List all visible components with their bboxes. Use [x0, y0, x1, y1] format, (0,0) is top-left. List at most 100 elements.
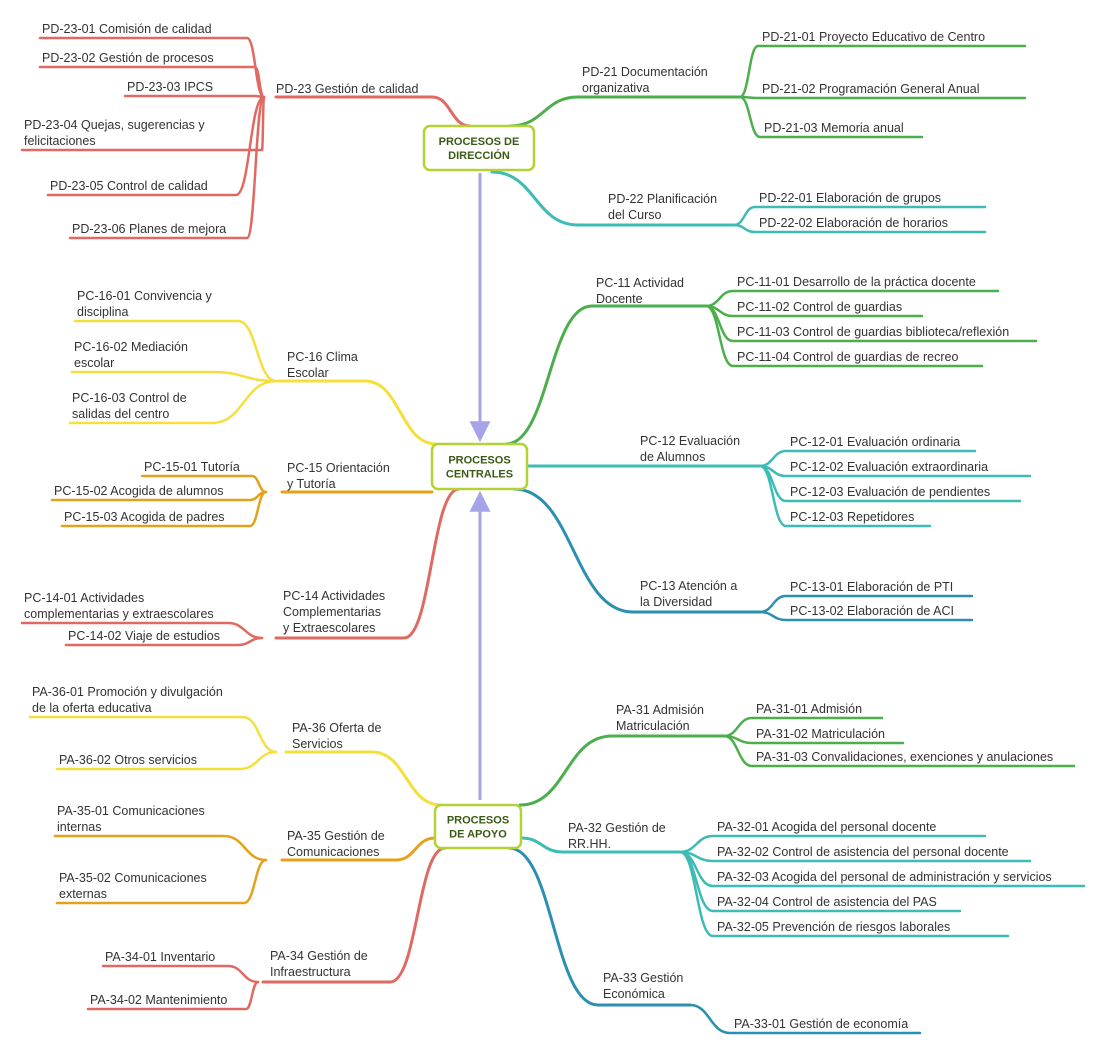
- leaf-label-pd22-1: PD-22-01 Elaboración de grupos: [759, 191, 941, 205]
- branch-label-pa33-line-1: PA-33 Gestión: [603, 971, 683, 985]
- link-pd23: [274, 95, 472, 128]
- leaf-label-pc13-2: PC-13-02 Elaboración de ACI: [790, 604, 954, 618]
- branch-label-pc13-line-1: PC-13 Atención a: [640, 579, 737, 593]
- link-pa35: [280, 836, 437, 862]
- link-pc16-leaf-3: [68, 379, 278, 425]
- leaf-label-pa35-2-line-1: PA-35-02 Comunicaciones: [59, 871, 207, 885]
- branch-label-pc15-line-2: y Tutoría: [287, 477, 336, 491]
- branch-label-pc11-line-2: Docente: [596, 292, 643, 306]
- leaf-label-pc12-2: PC-12-02 Evaluación extraordinaria: [790, 460, 988, 474]
- branch-label-pc11-line-1: PC-11 Actividad: [596, 276, 684, 290]
- link-pd22-leaf-2: [732, 223, 987, 234]
- branch-label-pa36-line-2: Servicios: [292, 737, 343, 751]
- link-pc15-leaf-3: [60, 490, 268, 528]
- branch-label-pa31-line-2: Matriculación: [616, 719, 690, 733]
- core-label-apoyo-line-1: PROCESOS: [447, 815, 509, 827]
- leaf-label-pc15-2: PC-15-02 Acogida de alumnos: [54, 484, 224, 498]
- leaf-label-pa36-2: PA-36-02 Otros servicios: [59, 753, 197, 767]
- leaf-label-pc16-1-line-1: PC-16-01 Convivencia y: [77, 289, 213, 303]
- link-pc14-leaf-2: [64, 636, 264, 647]
- branch-label-pc15-line-1: PC-15 Orientación: [287, 461, 390, 475]
- link-pa34-leaf-2: [86, 980, 260, 1011]
- branch-label-pc12-line-2: de Alumnos: [640, 450, 705, 464]
- leaf-label-pd23-3: PD-23-03 IPCS: [127, 80, 213, 94]
- leaf-label-pa35-1-line-1: PA-35-01 Comunicaciones: [57, 804, 205, 818]
- core-node-centrales: [430, 442, 529, 491]
- link-pd23-leaf-6: [68, 95, 266, 240]
- link-pa36-leaf-1: [28, 715, 278, 754]
- branch-label-pa35-line-1: PA-35 Gestión de: [287, 829, 385, 843]
- leaf-label-pa32-3: PA-32-03 Acogida del personal de adminis…: [717, 870, 1052, 884]
- link-pa31: [518, 734, 726, 807]
- leaf-label-pd23-4-line-1: PD-23-04 Quejas, sugerencias y: [24, 118, 205, 132]
- branch-label-pa34-line-2: Infraestructura: [270, 965, 351, 979]
- branch-label-pd22-line-2: del Curso: [608, 208, 662, 222]
- link-pa34-leaf-1: [101, 964, 260, 984]
- leaf-label-pd23-2: PD-23-02 Gestión de procesos: [42, 51, 214, 65]
- leaf-label-pc16-2-line-2: escolar: [74, 356, 114, 370]
- core-label-direccion-line-1: PROCESOS DE: [439, 136, 520, 148]
- link-pc11-leaf-4: [704, 304, 984, 368]
- link-pc11: [504, 304, 708, 446]
- branch-label-pc13-line-2: la Diversidad: [640, 595, 712, 609]
- branch-label-pa35-line-2: Comunicaciones: [287, 845, 379, 859]
- leaf-label-pc16-3-line-1: PC-16-03 Control de: [72, 391, 187, 405]
- core-label-direccion-line-2: DIRECCIÓN: [448, 149, 510, 162]
- leaf-label-pd21-2: PD-21-02 Programación General Anual: [762, 82, 979, 96]
- link-pd21: [508, 95, 742, 128]
- link-pc16-leaf-1: [73, 319, 278, 383]
- leaf-label-pc12-4: PC-12-03 Repetidores: [790, 510, 914, 524]
- link-pc16: [276, 379, 438, 446]
- branch-label-pa36-line-1: PA-36 Oferta de: [292, 721, 381, 735]
- leaf-label-pa33-1: PA-33-01 Gestión de economía: [734, 1017, 908, 1031]
- leaf-label-pa32-5: PA-32-05 Prevención de riesgos laborales: [717, 920, 950, 934]
- leaf-label-pc15-1: PC-15-01 Tutoría: [144, 460, 240, 474]
- core-label-apoyo-line-2: DE APOYO: [449, 829, 507, 841]
- link-pa34: [261, 846, 447, 984]
- leaf-label-pa31-3: PA-31-03 Convalidaciones, exenciones y a…: [756, 750, 1053, 764]
- link-pa33-leaf-1: [688, 1003, 922, 1035]
- link-pd23-leaf-3: [123, 94, 266, 99]
- leaf-label-pa35-1-line-2: internas: [57, 820, 101, 834]
- core-node-direccion: [422, 124, 536, 172]
- branch-label-pa31-line-1: PA-31 Admisión: [616, 703, 704, 717]
- branch-label-pd21-line-2: organizativa: [582, 81, 649, 95]
- link-pc12-leaf-4: [758, 464, 932, 528]
- core-label-centrales-line-2: CENTRALES: [446, 469, 513, 481]
- leaf-label-pc11-1: PC-11-01 Desarrollo de la práctica docen…: [737, 275, 976, 289]
- link-pc14: [274, 487, 461, 640]
- core-label-centrales-line-1: PROCESOS: [448, 455, 510, 467]
- leaf-label-pa34-1: PA-34-01 Inventario: [105, 950, 215, 964]
- branch-label-pc16-line-1: PC-16 Clima: [287, 350, 358, 364]
- link-pd23-leaf-4: [20, 95, 266, 152]
- link-pa36: [284, 750, 443, 807]
- leaf-label-pa31-1: PA-31-01 Admisión: [756, 702, 862, 716]
- link-pc13-leaf-2: [758, 610, 974, 622]
- leaf-label-pc12-1: PC-12-01 Evaluación ordinaria: [790, 435, 960, 449]
- leaf-label-pc16-1-line-2: disciplina: [77, 305, 128, 319]
- branch-label-pc14-line-1: PC-14 Actividades: [283, 589, 385, 603]
- leaf-label-pa36-1-line-2: de la oferta educativa: [32, 701, 152, 715]
- leaf-label-pc16-2-line-1: PC-16-02 Mediación: [74, 340, 188, 354]
- leaf-label-pd23-5: PD-23-05 Control de calidad: [50, 179, 208, 193]
- leaf-label-pc15-3: PC-15-03 Acogida de padres: [64, 510, 225, 524]
- core-node-apoyo: [433, 803, 523, 850]
- branch-label-pd21-line-1: PD-21 Documentación: [582, 65, 708, 79]
- leaf-label-pc11-3: PC-11-03 Control de guardias biblioteca/…: [737, 325, 1009, 339]
- link-pa33: [507, 846, 692, 1007]
- leaf-label-pc11-4: PC-11-04 Control de guardias de recreo: [737, 350, 958, 364]
- link-pc16-leaf-2: [70, 370, 278, 383]
- link-pa32-leaf-5: [678, 850, 1010, 938]
- link-pd21-leaf-2: [738, 95, 1027, 100]
- link-pa35-leaf-1: [53, 834, 268, 862]
- link-pa35-leaf-2: [55, 858, 268, 905]
- leaf-label-pa32-2: PA-32-02 Control de asistencia del perso…: [717, 845, 1009, 859]
- link-pa36-leaf-2: [55, 750, 278, 771]
- link-pc13: [512, 487, 762, 614]
- branch-label-pa34-line-1: PA-34 Gestión de: [270, 949, 368, 963]
- leaf-label-pc11-2: PC-11-02 Control de guardias: [737, 300, 902, 314]
- branch-label-pc14-line-3: y Extraescolares: [283, 621, 375, 635]
- leaf-label-pc14-2: PC-14-02 Viaje de estudios: [68, 629, 220, 643]
